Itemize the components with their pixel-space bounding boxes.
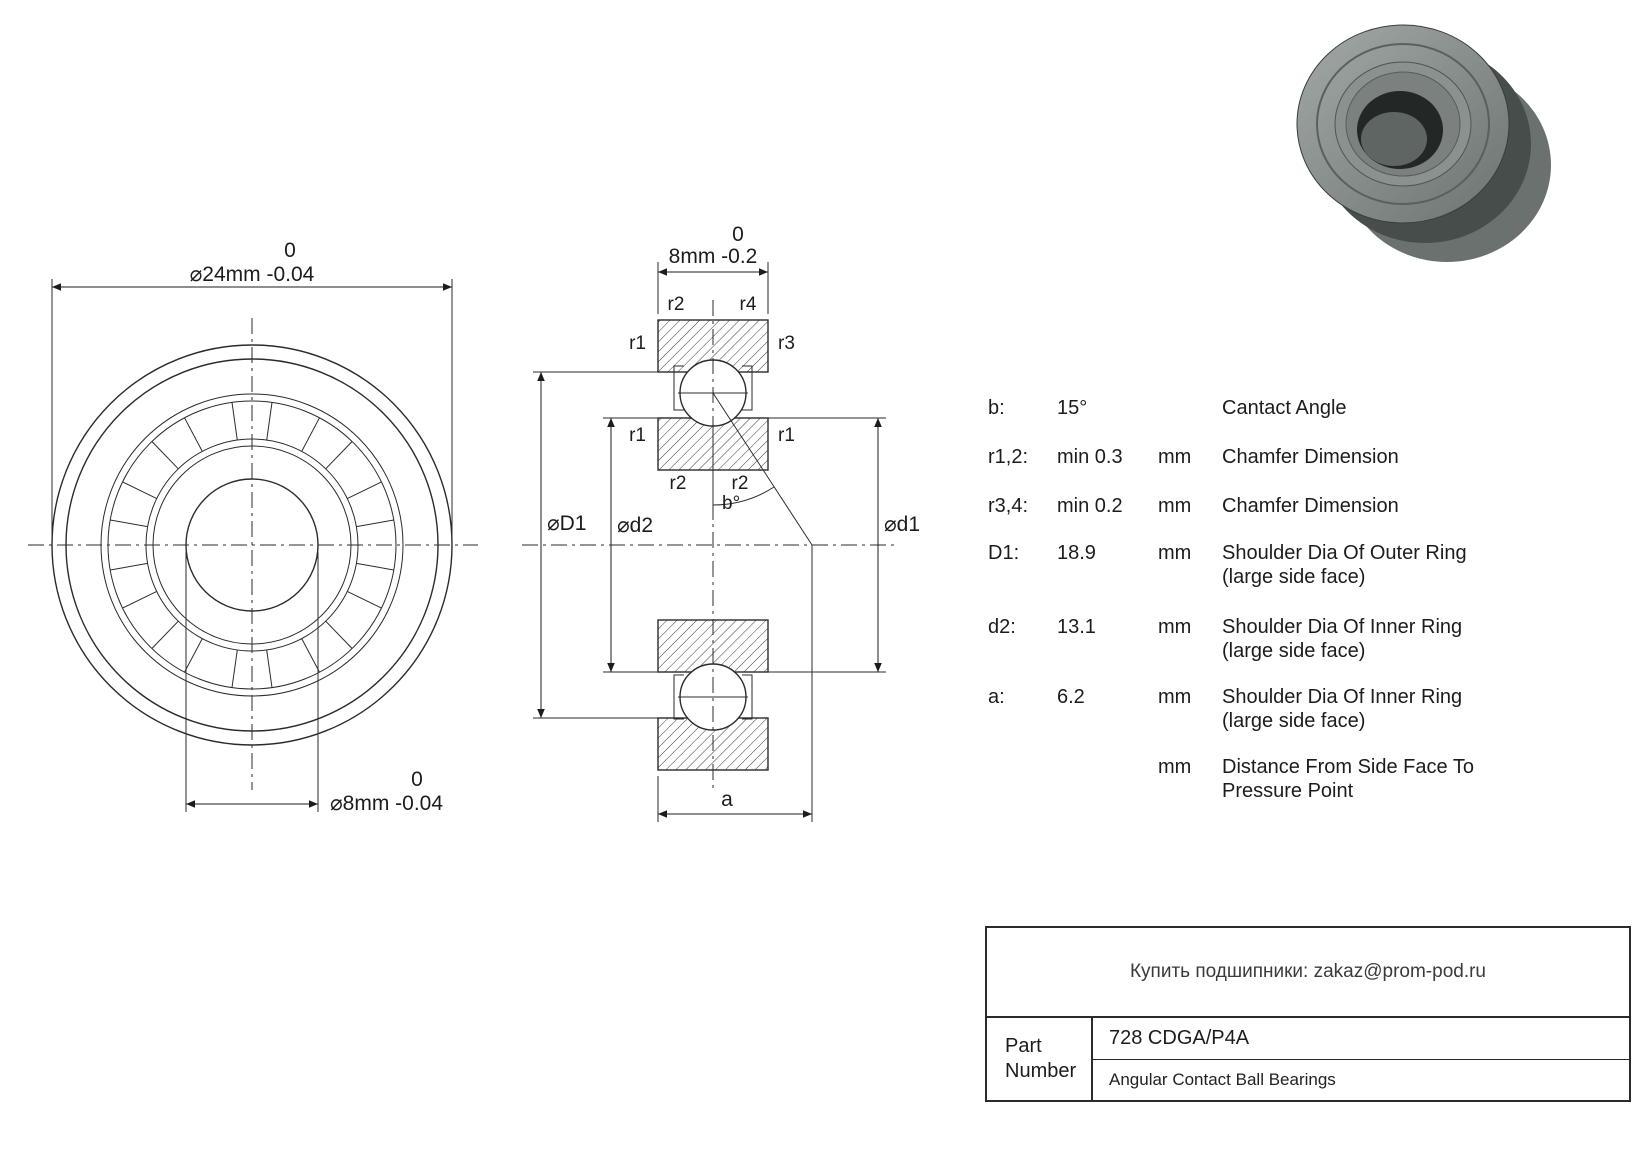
spec-desc: Cantact Angle (1222, 396, 1347, 420)
spec-value: min 0.3 (1057, 446, 1123, 468)
spec-row-a: a: 6.2 mm Shoulder Dia Of Inner Ring (la… (988, 685, 1462, 733)
spec-desc-line2: Pressure Point (1222, 780, 1354, 802)
chamfer-r1-inner-right: r1 (778, 425, 795, 446)
chamfer-labels: r2 r4 r1 r3 r1 r1 r2 r2 (629, 294, 795, 494)
bearing-render-bore-wall (1361, 112, 1427, 166)
part-label-line2: Number (1005, 1060, 1077, 1082)
contact-text: Купить подшипники: zakaz@prom-pod.ru (1129, 961, 1487, 982)
width-tolerance-upper: 0 (732, 223, 744, 246)
part-info-cell: 728 CDGA/P4A Angular Contact Ball Bearin… (1093, 1018, 1629, 1100)
chamfer-r3-outer-right: r3 (778, 333, 795, 354)
part-number-row: 728 CDGA/P4A (1093, 1018, 1629, 1060)
spec-row-d2: d2: 13.1 mm Shoulder Dia Of Inner Ring (… (988, 615, 1462, 663)
chamfer-r2-bottom-left: r2 (670, 473, 687, 494)
spec-value: 13.1 (1057, 616, 1096, 638)
section-view: b° 0 8mm -0.2 ⌀D1 ⌀d2 (522, 223, 920, 822)
spec-row-pressure-distance: mm Distance From Side Face To Pressure P… (988, 755, 1474, 803)
chamfer-r1-inner-left: r1 (629, 425, 646, 446)
spec-desc: Distance From Side Face To Pressure Poin… (1222, 755, 1474, 803)
part-number-label-cell: Part Number (987, 1018, 1093, 1100)
bore-dimension: 0 ⌀8mm -0.04 (185, 552, 443, 815)
pressure-dist-label: a (721, 788, 733, 811)
spec-desc-line2: (large side face) (1222, 566, 1366, 588)
spec-row-b: b: 15° Cantact Angle (988, 396, 1347, 420)
bore-tolerance-upper: 0 (411, 768, 423, 791)
od-tolerance-upper: 0 (284, 239, 296, 262)
d2-inner-shoulder-dimension: ⌀d2 (603, 417, 658, 673)
spec-desc-line1: Shoulder Dia Of Outer Ring (1222, 542, 1467, 564)
chamfer-r4-top-right: r4 (740, 294, 757, 315)
a-pressure-point-dimension: a (657, 545, 813, 822)
spec-value: 6.2 (1057, 686, 1085, 708)
contact-angle-label: b° (722, 493, 740, 514)
chamfer-r1-outer-left: r1 (629, 333, 646, 354)
spec-row-r34: r3,4: min 0.2 mm Chamfer Dimension (988, 494, 1399, 518)
spec-value: 15° (1057, 397, 1088, 419)
spec-param: r3,4: (988, 495, 1029, 517)
bearing-3d-render (1296, 24, 1551, 262)
spec-desc-line1: Shoulder Dia Of Inner Ring (1222, 686, 1463, 708)
title-block: Купить подшипники: zakaz@prom-pod.ru Par… (985, 926, 1631, 1102)
part-number: 728 CDGA/P4A (1109, 1026, 1250, 1049)
spec-param: r1,2: (988, 446, 1029, 468)
spec-value: min 0.2 (1057, 495, 1123, 517)
spec-param: a: (988, 686, 1005, 708)
right-dia-label: ⌀d1 (884, 513, 920, 536)
front-view: 0 ⌀24mm -0.04 0 ⌀8mm -0.04 (28, 239, 478, 815)
bearing-type: Angular Contact Ball Bearings (1109, 1069, 1336, 1089)
cage-pockets (110, 402, 394, 688)
width-dimension-label: 8mm -0.2 (669, 245, 758, 268)
d1-outer-shoulder-dimension: ⌀D1 (533, 371, 658, 719)
spec-desc-line1: Cantact Angle (1222, 397, 1347, 419)
chamfer-r2-bottom-right: r2 (732, 473, 749, 494)
part-type-row: Angular Contact Ball Bearings (1093, 1060, 1629, 1101)
spec-row-D1: D1: 18.9 mm Shoulder Dia Of Outer Ring (… (988, 541, 1467, 589)
spec-desc: Shoulder Dia Of Outer Ring (large side f… (1222, 541, 1467, 589)
spec-desc: Shoulder Dia Of Inner Ring (large side f… (1222, 685, 1462, 733)
spec-desc: Chamfer Dimension (1222, 445, 1399, 469)
part-row: Part Number 728 CDGA/P4A Angular Contact… (987, 1018, 1629, 1100)
contact-angle-construction: b° (712, 392, 813, 546)
od-dimension-label: ⌀24mm -0.04 (190, 263, 315, 286)
bore-dimension-label: ⌀8mm -0.04 (330, 792, 443, 815)
d1-right-dimension: ⌀d1 (768, 417, 920, 673)
spec-unit: mm (1158, 616, 1192, 638)
bearing-render-seam (1316, 43, 1490, 205)
part-label-line1: Part (1005, 1035, 1042, 1057)
spec-param: D1: (988, 542, 1020, 564)
inner-shoulder-label: ⌀d2 (617, 514, 653, 537)
outer-shoulder-label: ⌀D1 (547, 512, 587, 535)
spec-desc-line1: Chamfer Dimension (1222, 446, 1399, 468)
chamfer-r2-top-left: r2 (668, 294, 685, 315)
spec-desc-line1: Chamfer Dimension (1222, 495, 1399, 517)
spec-desc: Shoulder Dia Of Inner Ring (large side f… (1222, 615, 1462, 663)
width-dimension: 0 8mm -0.2 (657, 223, 769, 314)
spec-desc-line2: (large side face) (1222, 710, 1366, 732)
contact-row: Купить подшипники: zakaz@prom-pod.ru (987, 928, 1629, 1018)
spec-param: d2: (988, 616, 1016, 638)
spec-unit: mm (1158, 495, 1192, 517)
spec-param: b: (988, 397, 1005, 419)
spec-unit: mm (1158, 756, 1192, 778)
spec-unit: mm (1158, 542, 1192, 564)
spec-unit: mm (1158, 446, 1192, 468)
spec-desc-line1: Distance From Side Face To (1222, 756, 1474, 778)
spec-desc: Chamfer Dimension (1222, 494, 1399, 518)
spec-desc-line2: (large side face) (1222, 640, 1366, 662)
cage-section-marks (673, 365, 753, 720)
spec-desc-line1: Shoulder Dia Of Inner Ring (1222, 616, 1463, 638)
spec-unit: mm (1158, 686, 1192, 708)
od-dimension: 0 ⌀24mm -0.04 (51, 239, 453, 535)
spec-row-r12: r1,2: min 0.3 mm Chamfer Dimension (988, 445, 1399, 469)
spec-value: 18.9 (1057, 542, 1096, 564)
